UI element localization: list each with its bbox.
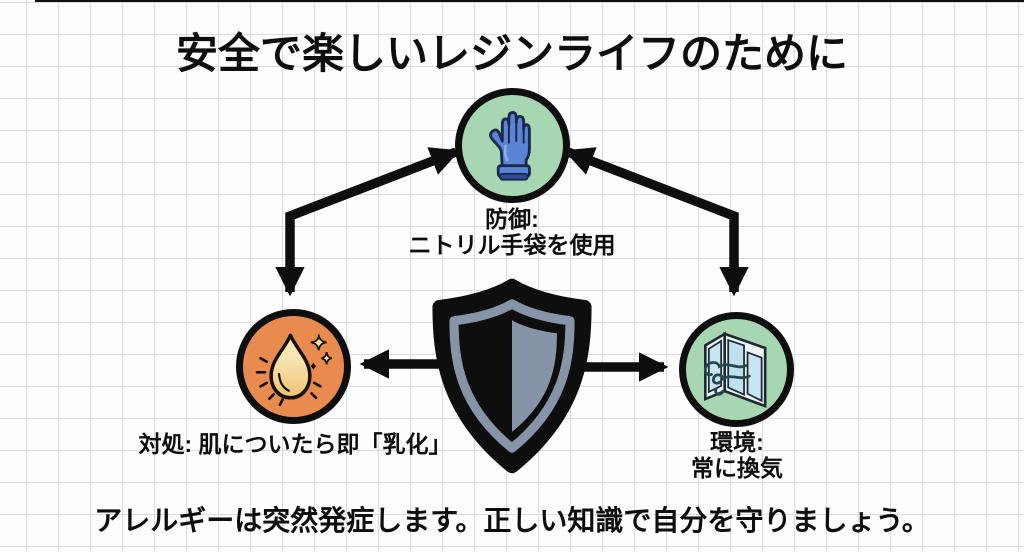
arrow-defense-treatment [275, 147, 461, 297]
treatment-label: 対処: 肌についたら即「乳化」 [138, 431, 452, 457]
nitrile-glove-icon [488, 110, 531, 181]
defense-label-line1: 防御: [485, 206, 539, 232]
shield-icon [432, 278, 592, 474]
wind-swirls [703, 360, 751, 396]
environment-label-line1: 環境: [710, 429, 764, 455]
drop-rays [255, 356, 322, 406]
resin-drop-icon [255, 333, 332, 406]
treatment-node-circle [236, 309, 351, 424]
environment-label-line2: 常に換気 [691, 455, 783, 482]
page-title: 安全で楽しいレジンライフのために [175, 30, 848, 77]
environment-node-circle [679, 312, 794, 427]
defense-label-line2: ニトリル手袋を使用 [408, 232, 616, 259]
defense-label: 防御: ニトリル手袋を使用 [312, 206, 712, 259]
arrow-defense-environment [563, 147, 749, 297]
footer-note: アレルギーは突然発症します。正しい知識で自分を守りましょう。 [94, 505, 930, 536]
open-window-icon [703, 331, 766, 408]
top-border-line [35, 0, 1024, 2]
environment-label: 環境: 常に換気 [637, 429, 837, 482]
defense-node-circle [455, 88, 570, 203]
